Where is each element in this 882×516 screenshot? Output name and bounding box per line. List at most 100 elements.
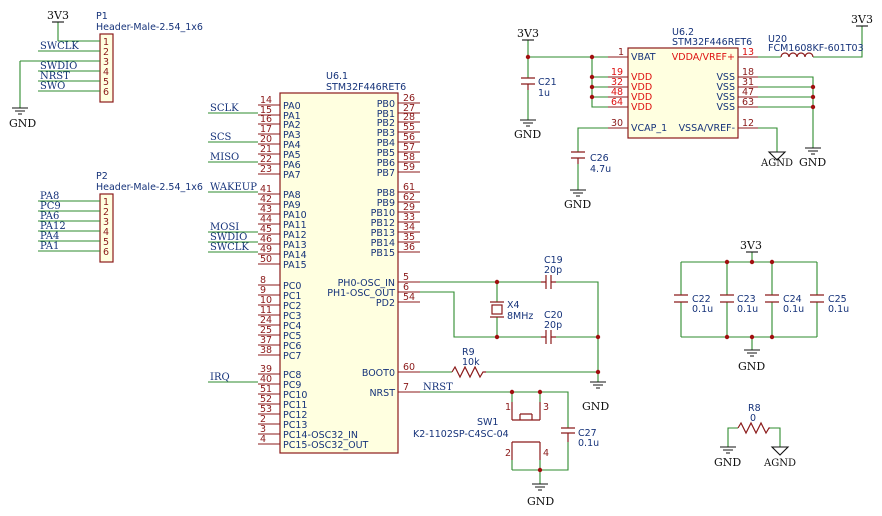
u62-pin-12: 12 — [742, 118, 754, 129]
u61-pin-number: 29 — [403, 202, 415, 213]
u61-pin-name: PA5 — [283, 150, 301, 161]
junction-osc-gnd — [595, 334, 601, 340]
u61-net-miso: MISO — [210, 152, 239, 163]
c21-gnd-label: GND — [514, 128, 541, 141]
u61-pin-name: PC14-OSC32_IN — [283, 430, 358, 441]
p1-pin-5: 5 — [103, 77, 109, 88]
u62-name-vss-3: VSS — [716, 92, 735, 103]
u62-name-vdda: VDDA/VREF+ — [672, 52, 735, 63]
x4-plates — [490, 301, 504, 318]
vssa-wire — [758, 127, 778, 152]
u61-pin-number: 55 — [403, 122, 415, 133]
u62-pin-63: 63 — [742, 97, 754, 108]
vdda-3v3-label: 3V3 — [851, 13, 873, 26]
junction-vdd-top — [589, 54, 595, 60]
decoupling-wires — [680, 252, 818, 350]
u61-pin-name: PC4 — [283, 321, 301, 332]
u61-pin-name: PB0 — [377, 99, 395, 110]
junction-c24-top — [769, 259, 775, 265]
u62-name-vdd-1: VDD — [631, 72, 652, 83]
c22-ref: C22 — [692, 294, 711, 305]
u61-pin-name: PB4 — [377, 138, 395, 149]
u61-pin-number: 34 — [403, 222, 415, 233]
c19-value: 20p — [544, 265, 562, 276]
vss-wire — [758, 76, 814, 148]
junction-vdd-48 — [589, 94, 595, 100]
p1-body — [99, 33, 114, 103]
p1-pin-2: 2 — [103, 47, 109, 58]
r9-ref: R9 — [462, 347, 475, 358]
u61-pin-name: PC2 — [283, 301, 301, 312]
p1-ref: P1 — [96, 11, 108, 22]
p2-pin-2: 2 — [103, 207, 109, 218]
c26-value: 4.7u — [590, 164, 611, 175]
u61-net-swdio: SWDIO — [210, 232, 247, 243]
u61-pin-number: 50 — [260, 254, 272, 265]
c23-ref: C23 — [737, 294, 756, 305]
u61-pin-name: PC12 — [283, 410, 307, 421]
u61-pin-number: 41 — [260, 184, 272, 195]
u61-pin-number: 10 — [260, 295, 272, 306]
c26-ref: C26 — [590, 153, 609, 164]
junction-sw1-4 — [537, 467, 543, 473]
u62-value: STM32F446RET6 — [672, 37, 752, 48]
u61-pin-number: 23 — [260, 164, 272, 175]
u62-name-vss-1: VSS — [716, 72, 735, 83]
u61-pin-name: PC8 — [283, 370, 301, 381]
c23-value: 0.1u — [737, 304, 758, 315]
x4-body — [491, 304, 503, 315]
osc-in-wire — [420, 281, 599, 382]
u61-pin-number: 49 — [260, 244, 272, 255]
vcap-wire — [577, 127, 608, 190]
p2-pin-3: 3 — [103, 217, 109, 228]
u61-pin-name: PC9 — [283, 380, 301, 391]
u61-pin-name: PB3 — [377, 128, 395, 139]
osc-gnd-label: GND — [582, 400, 609, 413]
u62-pin-32: 32 — [611, 77, 623, 88]
u61-pin-number: 57 — [403, 142, 415, 153]
c24-value: 0.1u — [783, 304, 804, 315]
p1-net-nrst: NRST — [40, 71, 70, 82]
decoupling-gnd-label: GND — [738, 360, 765, 373]
vssa-agnd-symbol — [767, 151, 787, 161]
u61-pin-name: PB5 — [377, 148, 395, 159]
reset-circuit: NRST 1 3 2 4 SW1 K2-1102SP-C4SC-04 C27 0… — [413, 382, 599, 508]
u61-pin-name: PA8 — [283, 190, 301, 201]
u61-pin-number: 3 — [260, 424, 266, 435]
u61-pin-name: BOOT0 — [362, 368, 395, 379]
u62-pin-64: 64 — [611, 97, 623, 108]
p2-wires — [38, 200, 100, 252]
decoupling-caps: C22 0.1u C23 0.1u C24 0.1u C25 0.1u 3V3 … — [674, 239, 849, 373]
sw1-gnd-label: GND — [527, 495, 554, 508]
vss-gnd-label: GND — [799, 156, 826, 169]
u61-pin-number: 52 — [260, 394, 272, 405]
u61-pin-name: PC15-OSC32_OUT — [283, 440, 369, 451]
sw1-pin-1: 1 — [505, 402, 511, 413]
u61-pin-name: PA13 — [283, 240, 307, 251]
mcu-u6-2: U6.2 STM32F446RET6 1 19 32 48 64 30 VBAT… — [514, 13, 873, 211]
u61-pin-name: PA9 — [283, 200, 301, 211]
p2-net-pa1: PA1 — [40, 241, 59, 252]
junction-x4-bottom — [494, 334, 500, 340]
sw1-ref: SW1 — [477, 417, 498, 428]
u61-body — [279, 92, 399, 454]
u61-pin-number: 22 — [260, 154, 272, 165]
junction-x4-top — [494, 279, 500, 285]
u61-pin-number: 59 — [403, 162, 415, 173]
c26-symbol — [571, 151, 585, 164]
u61-pin-name: PA15 — [283, 260, 307, 271]
p2-ref: P2 — [96, 171, 108, 182]
u62-pin-48: 48 — [611, 87, 623, 98]
u61-pin-number: 2 — [260, 414, 266, 425]
u61-pin-number: 4 — [260, 434, 266, 445]
p1-wire-gnd — [19, 60, 100, 108]
sw1-pin-3: 3 — [543, 402, 549, 413]
p1-net-swdio: SWDIO — [40, 61, 77, 72]
u62-name-vss-4: VSS — [716, 102, 735, 113]
u61-pin-name: PA2 — [283, 120, 301, 131]
c19-ref: C19 — [544, 255, 563, 266]
u62-name-vdd-3: VDD — [631, 92, 652, 103]
u61-pin-number: 42 — [260, 194, 272, 205]
junction-c23-bottom — [724, 334, 730, 340]
u62-ref: U6.2 — [672, 27, 694, 38]
